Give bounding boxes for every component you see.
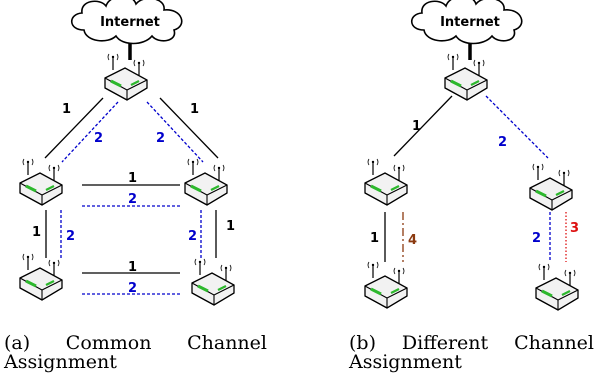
- caption-b: (b) Different Channel Assignment: [349, 332, 594, 373]
- router-icon: [103, 52, 149, 102]
- diagram-a-links: [44, 36, 219, 295]
- router-icon: [18, 157, 64, 207]
- caption-a: (a) Common Channel Assignment: [4, 332, 267, 373]
- channel-label: 2: [94, 131, 103, 146]
- link-b-right-ch2: [485, 95, 549, 159]
- diagram-a: Internet 1 2 2 1 1 2 1 2 2 1 1 2: [18, 0, 236, 307]
- router-icon: [363, 260, 409, 310]
- channel-label: 1: [128, 171, 137, 186]
- router-icon: [443, 52, 489, 102]
- channel-label: 1: [190, 102, 199, 117]
- channel-label: 2: [188, 229, 197, 244]
- link-a-top-right-ch2: [146, 101, 204, 163]
- link-a-top-left-ch2: [61, 101, 119, 163]
- router-icon: [363, 157, 409, 207]
- channel-label: 2: [128, 281, 137, 296]
- internet-label-b: Internet: [440, 15, 500, 30]
- channel-label: 1: [412, 119, 421, 134]
- channel-label: 2: [156, 131, 165, 146]
- diagram-b-links: [384, 36, 567, 262]
- channel-label: 1: [62, 102, 71, 117]
- channel-label: 1: [32, 225, 41, 240]
- channel-label: 2: [532, 231, 541, 246]
- channel-label: 1: [370, 231, 379, 246]
- channel-label: 2: [66, 229, 75, 244]
- channel-label: 4: [408, 233, 417, 248]
- channel-label: 1: [128, 260, 137, 275]
- channel-label: 1: [226, 219, 235, 234]
- channel-label: 2: [498, 135, 507, 150]
- internet-label-a: Internet: [100, 15, 160, 30]
- channel-label: 3: [570, 221, 579, 236]
- router-icon: [190, 257, 236, 307]
- router-icon: [534, 262, 580, 312]
- channel-label: 2: [128, 192, 137, 207]
- link-b-left-ch1: [393, 95, 453, 157]
- link-a-top-left-ch1: [44, 97, 104, 159]
- router-icon: [183, 157, 229, 207]
- router-icon: [18, 252, 64, 302]
- link-a-top-right-ch1: [159, 97, 219, 159]
- router-icon: [528, 162, 574, 212]
- diagram-b: Internet 1 2 1 4 2 3: [363, 0, 580, 312]
